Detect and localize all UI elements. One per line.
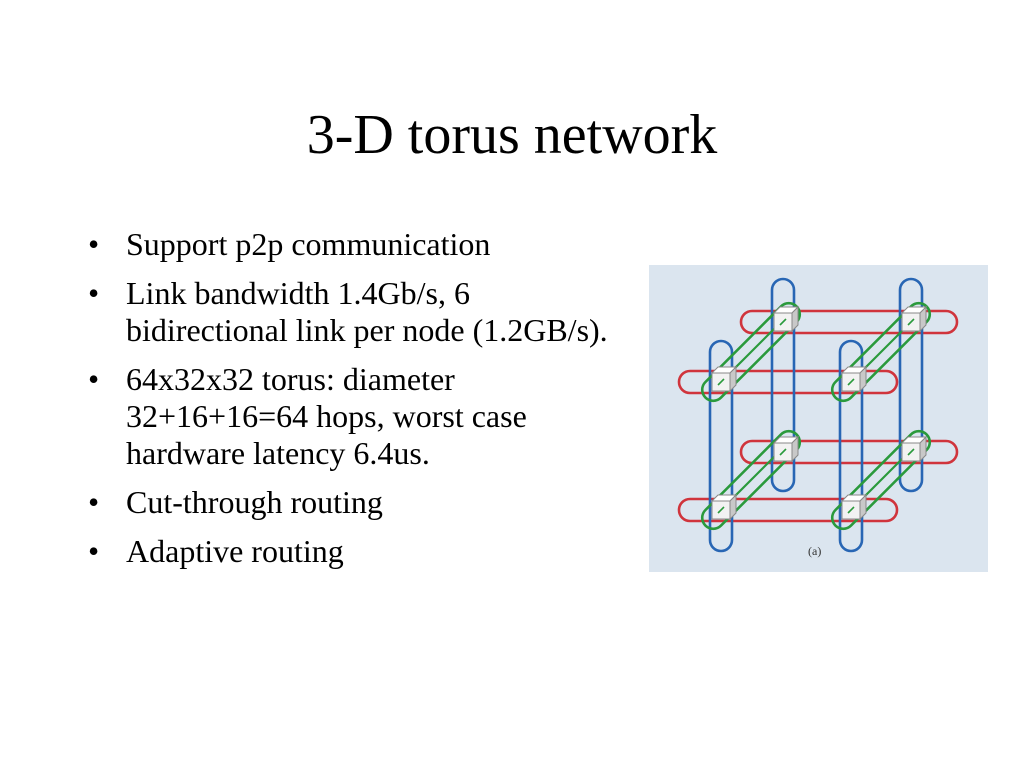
node-cube [710, 365, 738, 393]
torus-diagram: (a) [649, 265, 988, 572]
torus-diagram-svg: (a) [677, 277, 959, 558]
bullet-text: Link bandwidth 1.4Gb/s, 6 bidirectional … [126, 275, 608, 348]
z-link-loop [830, 301, 932, 403]
slide-title: 3-D torus network [306, 104, 718, 166]
node-link-stub [847, 378, 855, 386]
node-link-stub [847, 506, 855, 514]
node-link-stub [779, 448, 787, 456]
links-layer [677, 277, 959, 553]
y-link-loop [770, 277, 796, 493]
x-link-loop [677, 369, 899, 395]
bullet-item: • 64x32x32 torus: diameter 32+16+16=64 h… [88, 361, 608, 472]
node-link-stub [907, 448, 915, 456]
bullet-marker: • [88, 361, 100, 397]
node-cube [900, 435, 928, 463]
y-link-loop [708, 339, 734, 553]
bullet-item: • Cut-through routing [88, 484, 608, 521]
bullet-marker: • [88, 226, 100, 262]
nodes-layer [710, 305, 928, 521]
bullet-text: 64x32x32 torus: diameter 32+16+16=64 hop… [126, 361, 527, 471]
y-link-loop [898, 277, 924, 493]
x-link-loop [739, 439, 959, 465]
bullet-marker: • [88, 484, 100, 520]
z-link-loop [700, 429, 802, 531]
bullet-item: • Support p2p communication [88, 226, 608, 263]
node-cube [710, 493, 738, 521]
node-link-stub [717, 506, 725, 514]
bullet-text: Support p2p communication [126, 226, 491, 262]
bullet-item: • Link bandwidth 1.4Gb/s, 6 bidirectiona… [88, 275, 608, 349]
bullet-marker: • [88, 275, 100, 311]
node-cube [772, 305, 800, 333]
figure-caption: (a) [808, 544, 821, 558]
z-link-group [700, 429, 802, 531]
node-cube [900, 305, 928, 333]
z-link-loop [830, 429, 932, 531]
x-link-loop [677, 497, 899, 523]
bullet-text: Adaptive routing [126, 533, 344, 569]
z-link-loop [700, 301, 802, 403]
node-cube [840, 365, 868, 393]
bullet-item: • Adaptive routing [88, 533, 608, 570]
node-link-stub [779, 318, 787, 326]
y-link-loop [838, 339, 864, 553]
z-link-group [700, 301, 802, 403]
node-link-stub [907, 318, 915, 326]
bullet-marker: • [88, 533, 100, 569]
z-link-group [830, 429, 932, 531]
node-cube [840, 493, 868, 521]
node-cube [772, 435, 800, 463]
x-link-loop [739, 309, 959, 335]
z-link-group [830, 301, 932, 403]
bullet-list: • Support p2p communication • Link bandw… [88, 226, 608, 582]
bullet-text: Cut-through routing [126, 484, 383, 520]
node-link-stub [717, 378, 725, 386]
